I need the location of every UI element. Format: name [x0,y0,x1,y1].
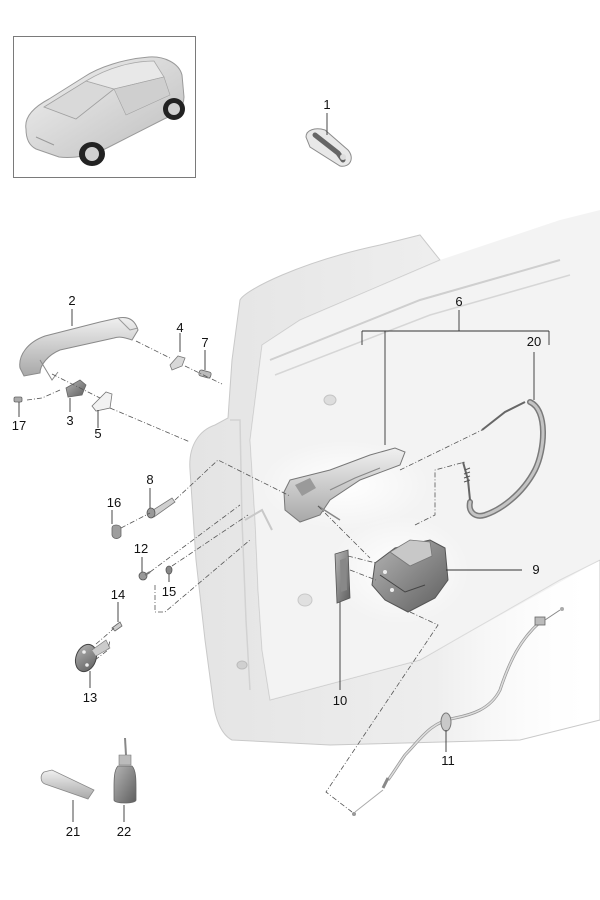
callout-9[interactable]: 9 [532,562,540,577]
leader-lines [18,113,550,822]
part-3-bracket-insert[interactable] [65,379,87,398]
callout-2[interactable]: 2 [68,293,76,308]
part-9-door-lock[interactable] [371,539,449,613]
part-2-outer-door-handle[interactable] [19,317,139,381]
part-8-bolt[interactable] [146,497,176,519]
callout-22[interactable]: 22 [116,824,132,839]
part-16-cap[interactable] [111,524,122,539]
callout-5[interactable]: 5 [94,426,102,441]
part-21-grease-tube[interactable] [40,769,95,800]
callout-11[interactable]: 11 [441,753,455,768]
part-4-clip[interactable] [169,355,186,371]
part-13-striker-plate[interactable] [72,639,111,675]
part-12-screw[interactable] [138,571,151,581]
callout-8[interactable]: 8 [146,472,154,487]
part-15-nut[interactable] [165,565,173,575]
callout-15[interactable]: 15 [161,584,177,599]
callout-7[interactable]: 7 [201,335,209,350]
callout-1[interactable]: 1 [323,97,331,112]
callout-14[interactable]: 14 [110,587,126,602]
part-5-handle-cover[interactable] [91,391,113,412]
callout-21[interactable]: 21 [65,824,81,839]
callout-6[interactable]: 6 [455,294,463,309]
callout-4[interactable]: 4 [176,320,184,335]
callout-3[interactable]: 3 [66,413,74,428]
vehicle-icon [25,56,185,166]
part-11-cable[interactable] [352,607,564,816]
part-14-screw[interactable] [111,621,123,632]
part-10-cover-plate[interactable] [334,549,351,604]
part-17-screw[interactable] [13,396,23,403]
part-6-handle-carrier[interactable] [283,447,406,523]
part-22-lubricant-bottle[interactable] [113,737,137,804]
callout-13[interactable]: 13 [82,690,98,705]
vehicle-thumbnail[interactable] [13,36,196,178]
assembly-lines [26,340,483,813]
callout-10[interactable]: 10 [332,693,348,708]
part-20-bowden-cable[interactable] [462,399,546,519]
callout-17[interactable]: 17 [11,418,27,433]
part-1-remote-key[interactable] [305,128,352,167]
part-7-screw[interactable] [198,369,212,379]
callout-20[interactable]: 20 [526,334,542,349]
callout-16[interactable]: 16 [106,495,122,510]
callout-12[interactable]: 12 [133,541,149,556]
